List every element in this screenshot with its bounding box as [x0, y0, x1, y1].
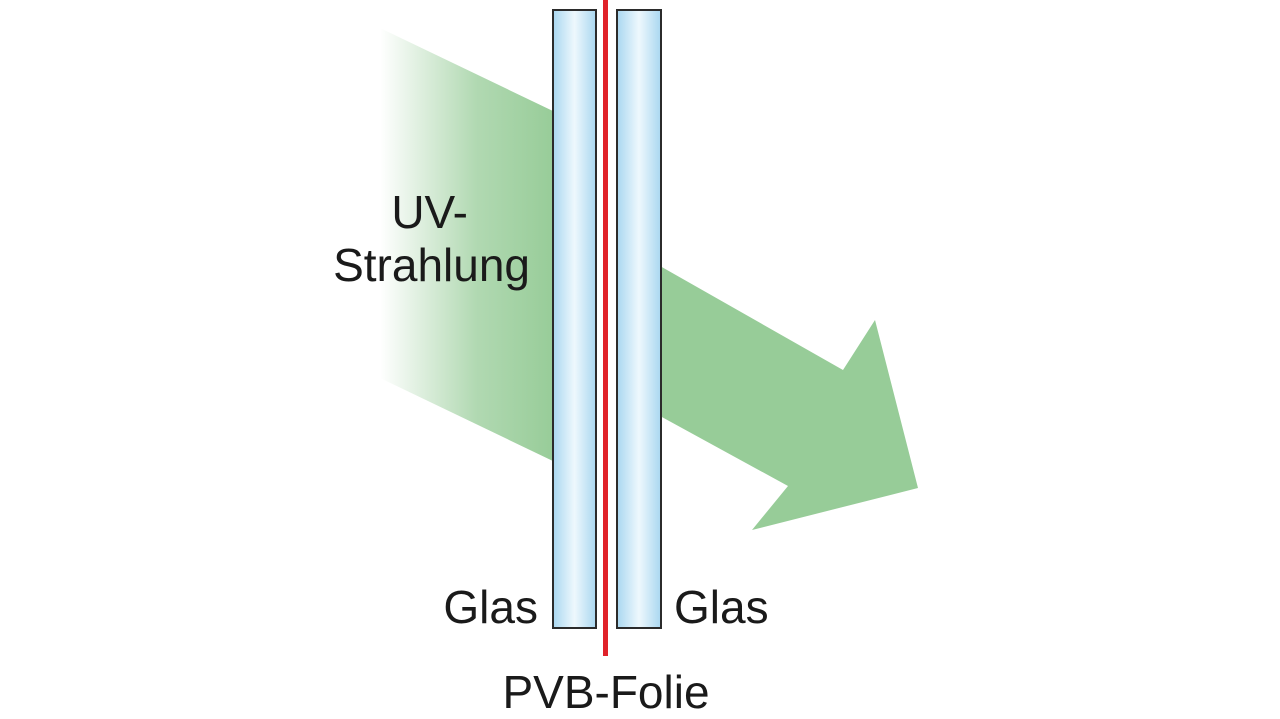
label-strahlung: Strahlung [333, 239, 530, 291]
label-uv: UV- [391, 186, 468, 238]
uv-beam-incoming [380, 28, 555, 462]
label-glass-right: Glas [674, 581, 769, 633]
uv-beam-arrow [660, 266, 918, 530]
pvb-interlayer-line [603, 0, 608, 656]
glass-pane-left [552, 9, 597, 629]
glass-pane-right [616, 9, 662, 629]
label-glass-left: Glas [443, 581, 538, 633]
label-pvb-folie: PVB-Folie [502, 666, 709, 718]
